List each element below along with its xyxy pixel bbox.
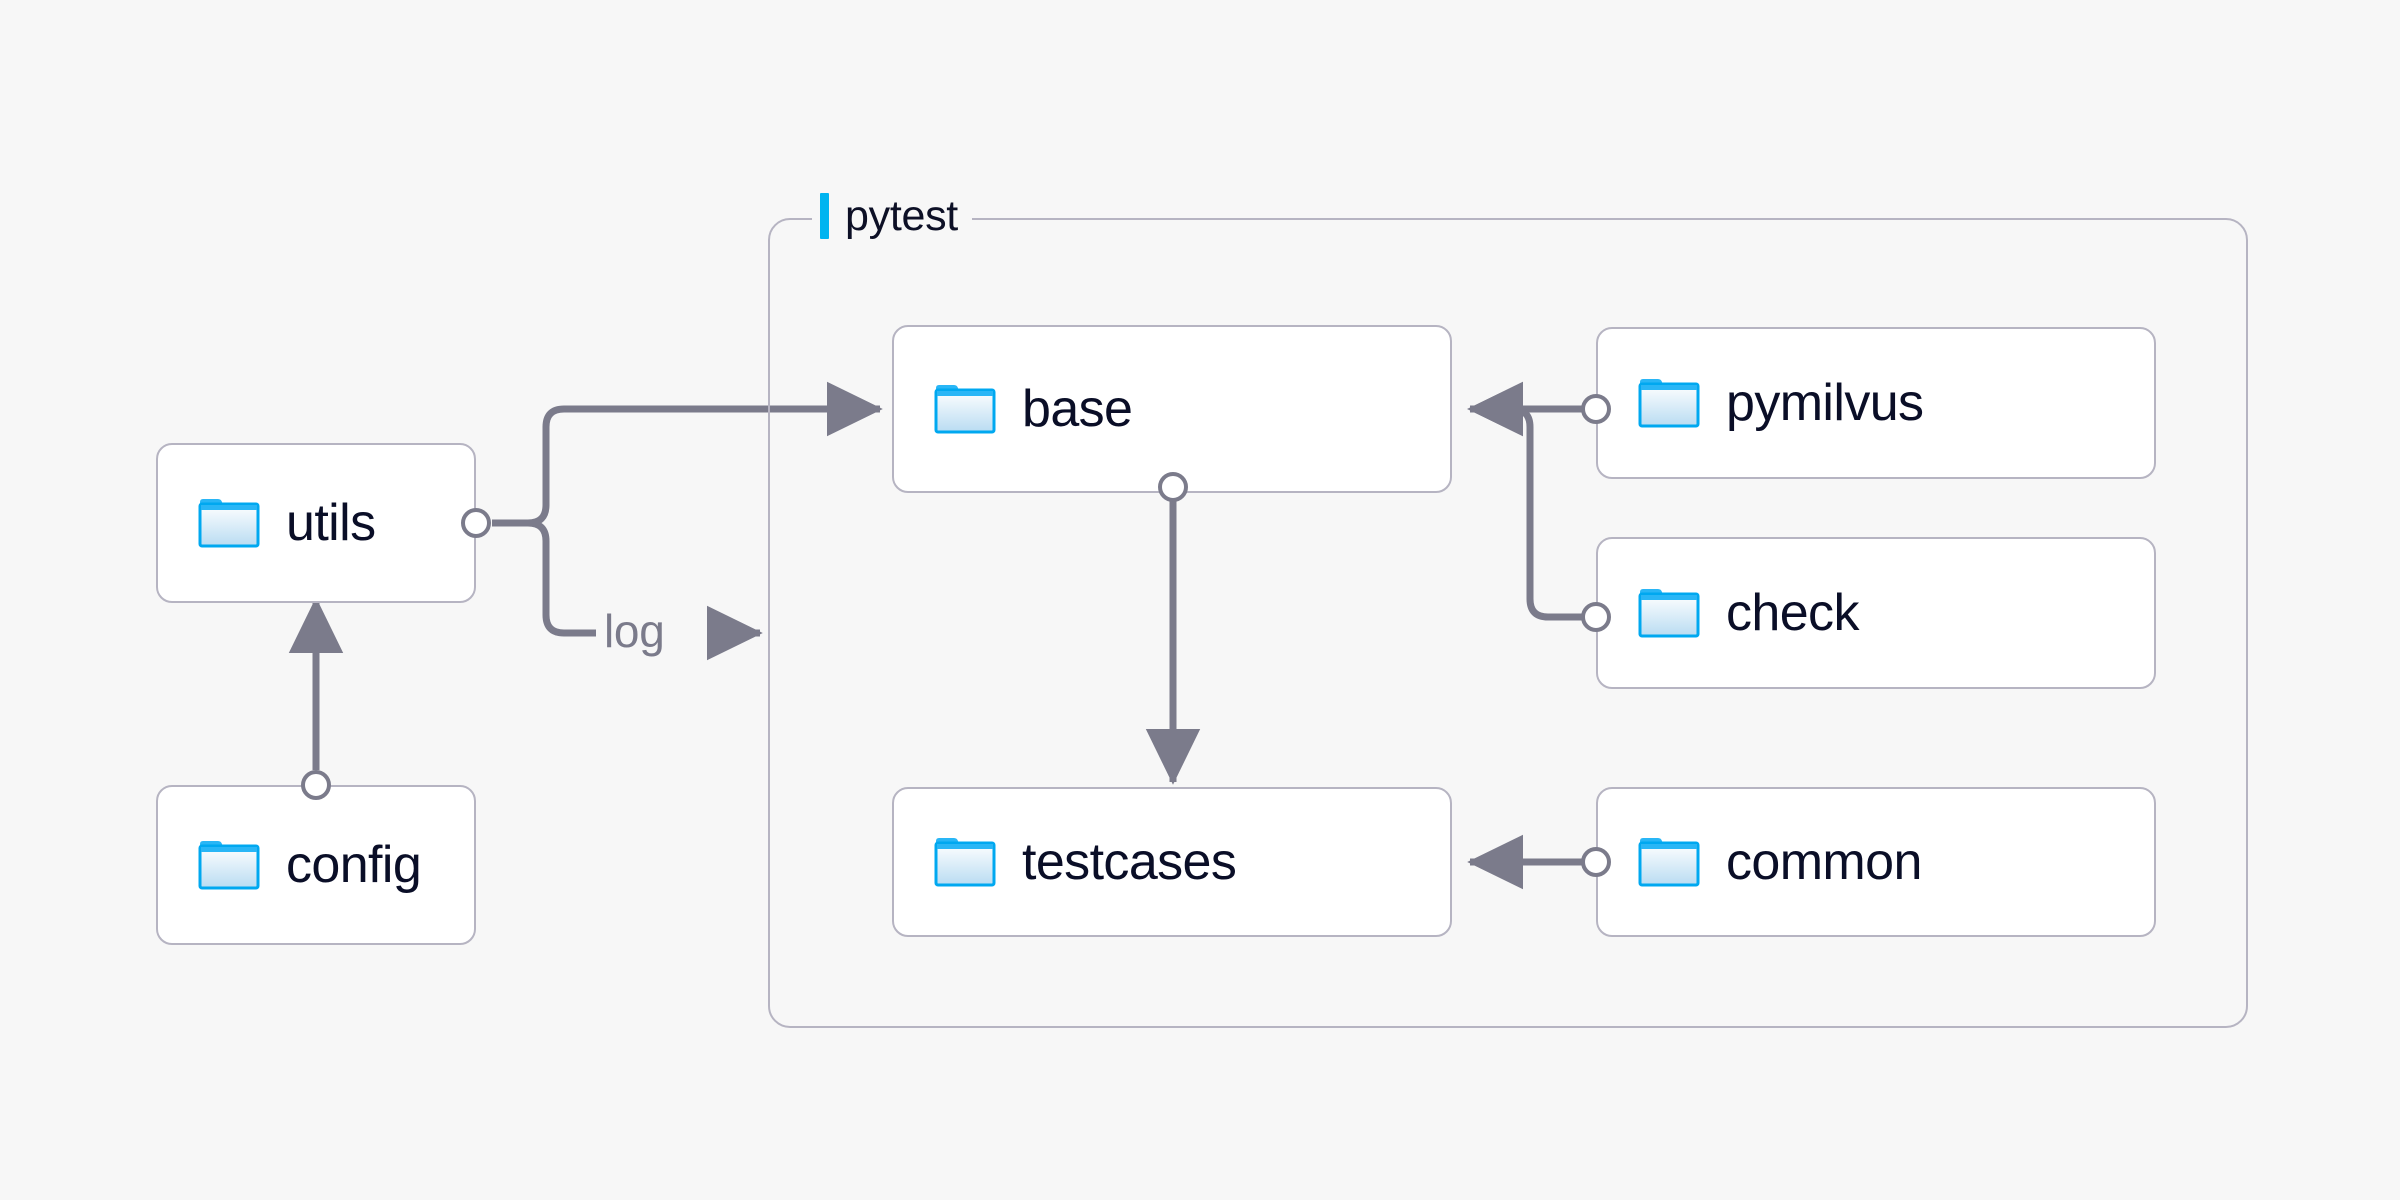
node-common-label: common: [1726, 833, 1922, 891]
node-pymilvus[interactable]: pymilvus: [1596, 327, 2156, 479]
folder-icon: [1638, 589, 1700, 638]
group-label-pytest: pytest: [812, 188, 972, 244]
port-config-top[interactable]: [301, 770, 331, 800]
node-utils-content: utils: [158, 494, 376, 552]
node-check-label: check: [1726, 584, 1859, 642]
port-base-bottom[interactable]: [1158, 472, 1188, 502]
folder-icon: [934, 838, 996, 887]
group-container-pytest[interactable]: [768, 218, 2248, 1028]
folder-icon: [198, 499, 260, 548]
port-check-left[interactable]: [1581, 602, 1611, 632]
node-pymilvus-content: pymilvus: [1598, 374, 1924, 432]
node-config[interactable]: config: [156, 785, 476, 945]
edge-label-log: log: [604, 605, 665, 657]
node-testcases[interactable]: testcases: [892, 787, 1452, 937]
node-common-content: common: [1598, 836, 1922, 888]
folder-icon: [934, 385, 996, 434]
port-pymilvus-left[interactable]: [1581, 394, 1611, 424]
node-base-label: base: [1022, 380, 1133, 438]
node-utils-label: utils: [286, 494, 376, 552]
port-common-left[interactable]: [1581, 847, 1611, 877]
node-base[interactable]: base: [892, 325, 1452, 493]
port-utils-right[interactable]: [461, 508, 491, 538]
folder-icon: [1638, 379, 1700, 428]
group-label-text: pytest: [845, 191, 958, 240]
node-common[interactable]: common: [1596, 787, 2156, 937]
node-config-content: config: [158, 836, 422, 894]
node-testcases-label: testcases: [1022, 833, 1237, 891]
node-testcases-content: testcases: [894, 833, 1237, 891]
node-config-label: config: [286, 836, 422, 894]
node-base-content: base: [894, 380, 1133, 438]
node-pymilvus-label: pymilvus: [1726, 374, 1924, 432]
folder-icon: [198, 841, 260, 890]
node-check[interactable]: check: [1596, 537, 2156, 689]
group-accent-bar: [820, 193, 829, 239]
folder-icon: [1638, 838, 1700, 887]
node-utils[interactable]: utils: [156, 443, 476, 603]
node-check-content: check: [1598, 587, 1859, 639]
